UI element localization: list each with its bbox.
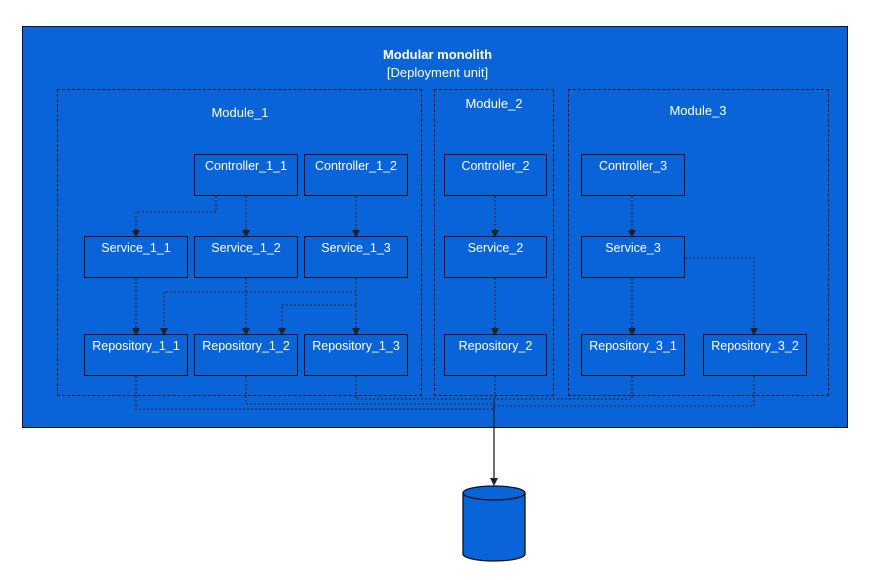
repository-1-1: Repository_1_1 [84, 334, 188, 376]
edge-service-1-3-to-repository-1-2 [278, 304, 356, 336]
controller-1-2: Controller_1_2 [304, 154, 408, 196]
service-1-1: Service_1_1 [84, 236, 188, 278]
monolith-subtitle: [Deployment unit] [386, 65, 489, 80]
service-2: Service_2 [444, 236, 547, 278]
edge-repository-1-2-to-bus [245, 376, 495, 405]
repository-3-1: Repository_3_1 [581, 334, 685, 376]
edge-repository-1-1-to-bus [135, 376, 495, 410]
edge-service-1-3-to-repository-1-1 [160, 291, 356, 336]
monolith-title: Modular monolith [382, 47, 493, 62]
module-3-box [568, 89, 829, 396]
repository-3-2: Repository_3_2 [703, 334, 807, 376]
repository-2: Repository_2 [444, 334, 547, 376]
module-2-box [434, 89, 554, 396]
module-3-label: Module_3 [669, 103, 727, 118]
controller-3: Controller_3 [581, 154, 685, 196]
controller-1-1: Controller_1_1 [194, 154, 298, 196]
database-cylinder-icon [462, 485, 526, 562]
edge-repository-1-3-to-bus [355, 376, 495, 400]
repository-1-3: Repository_1_3 [304, 334, 408, 376]
edge-repository-3-2-to-bus [495, 376, 755, 407]
edge-repository-3-1-to-bus [495, 376, 633, 400]
edge-controller-1-1-to-service-1-1 [132, 196, 217, 238]
repository-1-2: Repository_1_2 [194, 334, 298, 376]
module-2-label: Module_2 [465, 96, 523, 111]
module-1-box [57, 89, 422, 396]
edge-service-3-to-repository-3-2 [685, 257, 758, 336]
controller-2: Controller_2 [444, 154, 547, 196]
service-1-3: Service_1_3 [304, 236, 408, 278]
module-1-label: Module_1 [211, 105, 269, 120]
